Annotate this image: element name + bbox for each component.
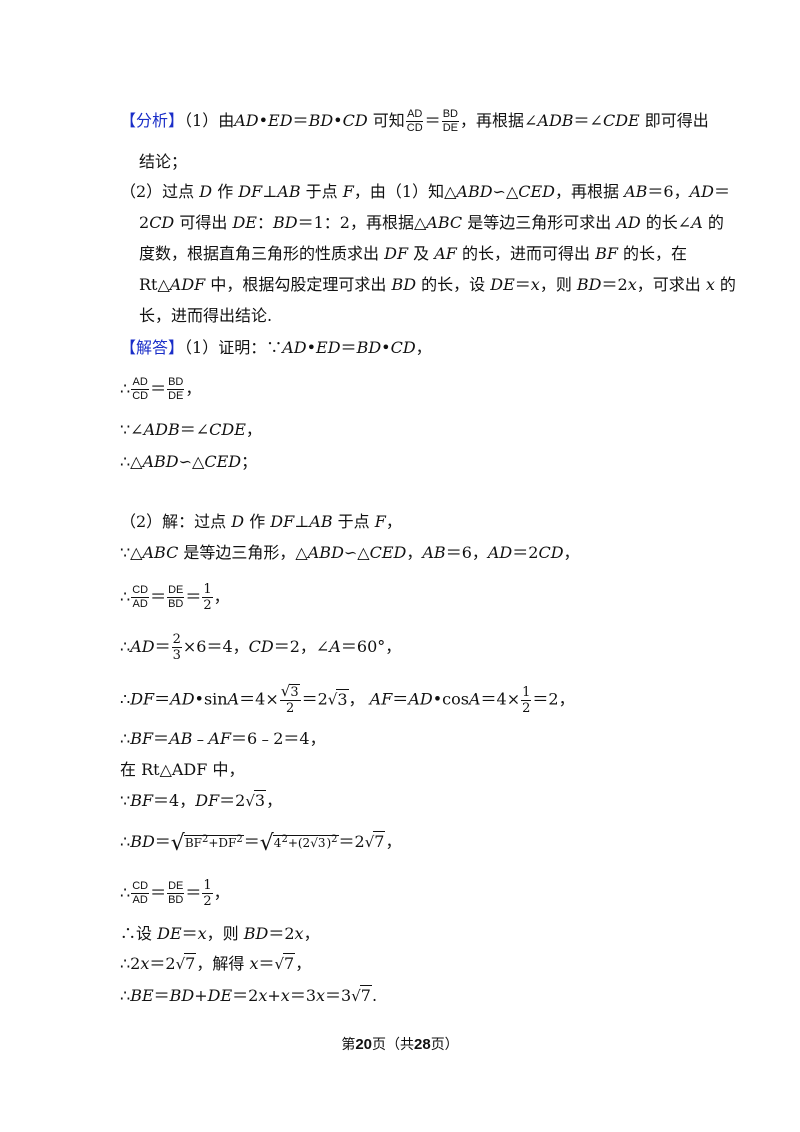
analysis-line-2: 结论； (139, 152, 188, 171)
solution-line-10: ∴BF＝AB﹣AF＝6﹣2＝4， (120, 729, 326, 748)
solution-line-1: 【解答】（1）证明：∵AD•ED＝BD•CD， (120, 338, 432, 357)
solution-line-5: （2）解：过点 D 作 DF⊥AB 于点 F， (120, 512, 402, 531)
solution-line-17: ∴BE＝BD+DE＝2x+x＝3x＝3√7. (120, 985, 378, 1005)
analysis-tag: 【分析】 (120, 111, 185, 130)
solution-line-3: ∵∠ADB＝∠CDE， (120, 420, 262, 439)
solution-line-13: ∴BD＝√BF2+DF2＝√42+(2√3)2＝2√7， (120, 831, 402, 856)
total-pages: 28 (414, 1036, 431, 1053)
page-footer: 第20页（共28页） (341, 1036, 459, 1053)
analysis-line-4: 2CD 可得出 DE：BD＝1：2，再根据△ABC 是等边三角形可求出 AD 的… (139, 213, 724, 232)
solution-tag: 【解答】 (120, 338, 185, 357)
solution-line-11: 在 Rt△ADF 中， (120, 760, 245, 779)
solution-line-16: ∴2x＝2√7，解得 x＝√7， (120, 953, 312, 973)
solution-line-12: ∵BF＝4，DF＝2√3， (120, 790, 283, 810)
analysis-line-6: Rt△ADF 中，根据勾股定理可求出 BD 的长，设 DE＝x，则 BD＝2x，… (139, 275, 736, 294)
analysis-line-7: 长，进而得出结论. (139, 306, 273, 325)
solution-line-15: ∴设 DE＝x，则 BD＝2x， (120, 924, 320, 943)
analysis-line-3: （2）过点 D 作 DF⊥AB 于点 F，由（1）知△ABD∽△CED，再根据 … (120, 182, 730, 201)
page-number: 20 (355, 1036, 372, 1053)
solution-line-6: ∵△ABC 是等边三角形，△ABD∽△CED，AB＝6，AD＝2CD， (120, 543, 580, 562)
solution-line-4: ∴△ABD∽△CED； (120, 452, 258, 471)
analysis-line-5: 度数，根据直角三角形的性质求出 DF 及 AF 的长，进而可得出 BF 的长，在 (139, 244, 688, 263)
